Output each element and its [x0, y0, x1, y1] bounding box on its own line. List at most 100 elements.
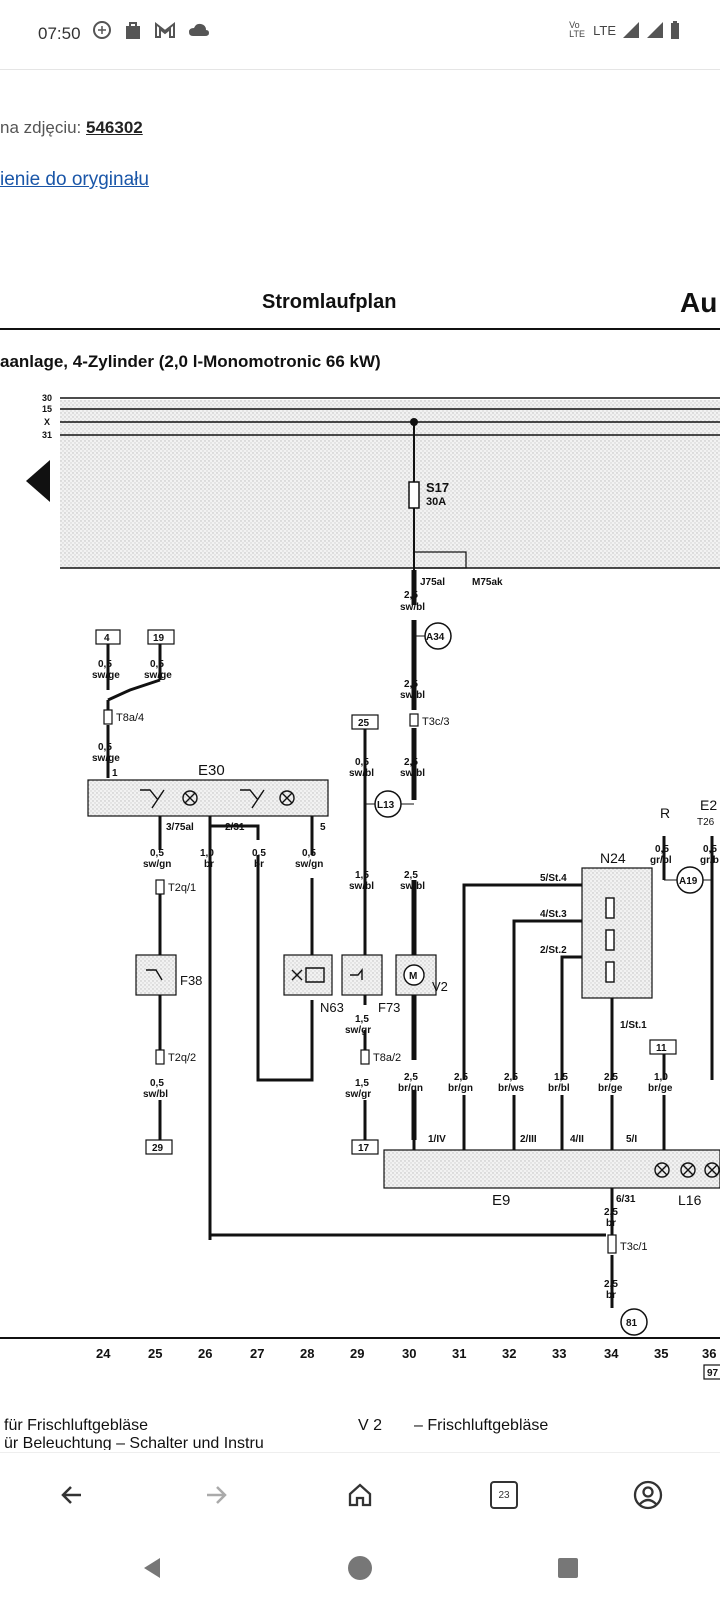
ref-box: 19 — [153, 633, 165, 644]
ref-box: 17 — [358, 1143, 370, 1154]
wire-color: br/ge — [598, 1083, 623, 1094]
pin-label: 2/III — [520, 1134, 537, 1145]
square-recents-icon — [558, 1558, 578, 1578]
wire-color: sw/bl — [400, 690, 425, 701]
connector-circle-81 — [620, 1308, 648, 1336]
arrow-left-icon — [61, 1486, 81, 1504]
wire-gauge: 2,5 — [604, 1207, 618, 1218]
account-icon — [633, 1480, 663, 1510]
tabs-button[interactable]: 23 — [482, 1473, 526, 1517]
battery-icon — [671, 21, 679, 39]
legend-left-2: ür Beleuchtung – Schalter und Instru — [4, 1435, 264, 1450]
wire-gauge: 0,5 — [98, 659, 112, 670]
legend-right-code: V 2 — [358, 1417, 382, 1434]
component-label: E9 — [492, 1192, 510, 1209]
wire-gauge: 1,0 — [654, 1072, 668, 1083]
pin-label: 4/St.3 — [540, 909, 567, 920]
component-label: V2 — [432, 979, 448, 994]
wire-color: br/gn — [448, 1083, 473, 1094]
wire-color: sw/gr — [345, 1025, 371, 1036]
resistor-n24 — [581, 867, 653, 999]
relay-box — [413, 551, 467, 569]
ref-box: 4 — [104, 633, 110, 644]
fuse-rating: 30A — [426, 496, 446, 508]
component-label: F73 — [378, 1000, 400, 1015]
wire-color: sw/gn — [143, 859, 171, 870]
wire-gauge: 0,5 — [655, 844, 669, 855]
wire-color: br — [606, 1218, 616, 1229]
gmail-icon — [155, 21, 175, 38]
forward-button[interactable] — [194, 1473, 238, 1517]
home-button[interactable] — [338, 1473, 382, 1517]
column-number: 34 — [604, 1346, 619, 1361]
wire-gauge: 2,5 — [404, 679, 418, 690]
photo-label: na zdjęciu: — [0, 118, 82, 137]
fuse-name: S17 — [426, 480, 449, 495]
pin-label: 4/II — [570, 1134, 584, 1145]
system-navigation-bar — [0, 1536, 720, 1600]
component-label: L16 — [678, 1192, 702, 1208]
bus-lines — [60, 397, 720, 569]
column-number: 35 — [654, 1346, 668, 1361]
wire-gauge: 2,5 — [454, 1072, 468, 1083]
network-type: LTE — [593, 22, 616, 38]
circle-home-icon — [348, 1556, 372, 1580]
wire-gauge: 0,5 — [98, 742, 112, 753]
wire-color: br/bl — [548, 1083, 570, 1094]
shopping-bag-icon — [126, 22, 140, 39]
bus-label: 31 — [42, 430, 52, 440]
column-number: 31 — [452, 1346, 466, 1361]
legend-right-text: – Frischluftgebläse — [414, 1417, 548, 1434]
column-number: 26 — [198, 1346, 212, 1361]
connector-label: T3c/1 — [620, 1241, 648, 1253]
wiring-diagram-image[interactable]: Stromlaufplan Au aanlage, 4-Zylinder (2,… — [0, 280, 720, 1450]
wire-gauge: 2,5 — [504, 1072, 518, 1083]
wire-color: sw/bl — [400, 768, 425, 779]
pin-label: 1/St.1 — [620, 1020, 647, 1031]
diagram-subtitle: aanlage, 4-Zylinder (2,0 l-Monomotronic … — [0, 352, 381, 371]
circle-label: A34 — [426, 632, 445, 643]
wire-gauge: 0,5 — [703, 844, 717, 855]
column-number: 36 — [702, 1346, 716, 1361]
divider — [0, 69, 720, 70]
wire-gauge: 2,5 — [404, 1072, 418, 1083]
system-back-button[interactable] — [132, 1550, 172, 1586]
wire-color: sw/ge — [144, 670, 172, 681]
notification-icons — [92, 20, 210, 40]
signal-icon — [647, 22, 663, 38]
pin-label: 5 — [320, 822, 326, 833]
wire-color: sw/ge — [92, 670, 120, 681]
triangle-back-icon — [144, 1558, 160, 1578]
system-recents-button[interactable] — [548, 1550, 588, 1586]
back-button[interactable] — [50, 1473, 94, 1517]
component-label: N24 — [600, 850, 626, 866]
component-label: R — [660, 805, 670, 821]
column-number: 24 — [96, 1346, 111, 1361]
system-home-button[interactable] — [340, 1550, 380, 1586]
wire-color: sw/bl — [349, 881, 374, 892]
switch-f38 — [135, 954, 177, 996]
wire-gauge: 0,5 — [355, 757, 369, 768]
column-number: 32 — [502, 1346, 516, 1361]
component-label: N63 — [320, 1000, 344, 1015]
photo-number-link[interactable]: 546302 — [86, 118, 143, 137]
original-image-link[interactable]: ienie do oryginału — [0, 169, 149, 190]
shield-icon — [93, 21, 111, 39]
wire-gauge: 1,5 — [355, 870, 369, 881]
account-button[interactable] — [626, 1473, 670, 1517]
column-number: 28 — [300, 1346, 314, 1361]
connector-circle-a19 — [676, 866, 704, 894]
wire-gauge: 2,5 — [404, 590, 418, 601]
prev-arrow-icon[interactable] — [26, 460, 50, 502]
component-label: F38 — [180, 973, 202, 988]
ref-box: 25 — [358, 718, 370, 729]
column-number: 30 — [402, 1346, 416, 1361]
wire-color: br — [606, 1290, 616, 1301]
wire-gauge: 0,5 — [150, 848, 164, 859]
tab-count: 23 — [498, 1489, 510, 1501]
wire-gauge: 1,0 — [200, 848, 214, 859]
component-label: T26 — [697, 817, 715, 828]
wire-color: br/ws — [498, 1083, 525, 1094]
